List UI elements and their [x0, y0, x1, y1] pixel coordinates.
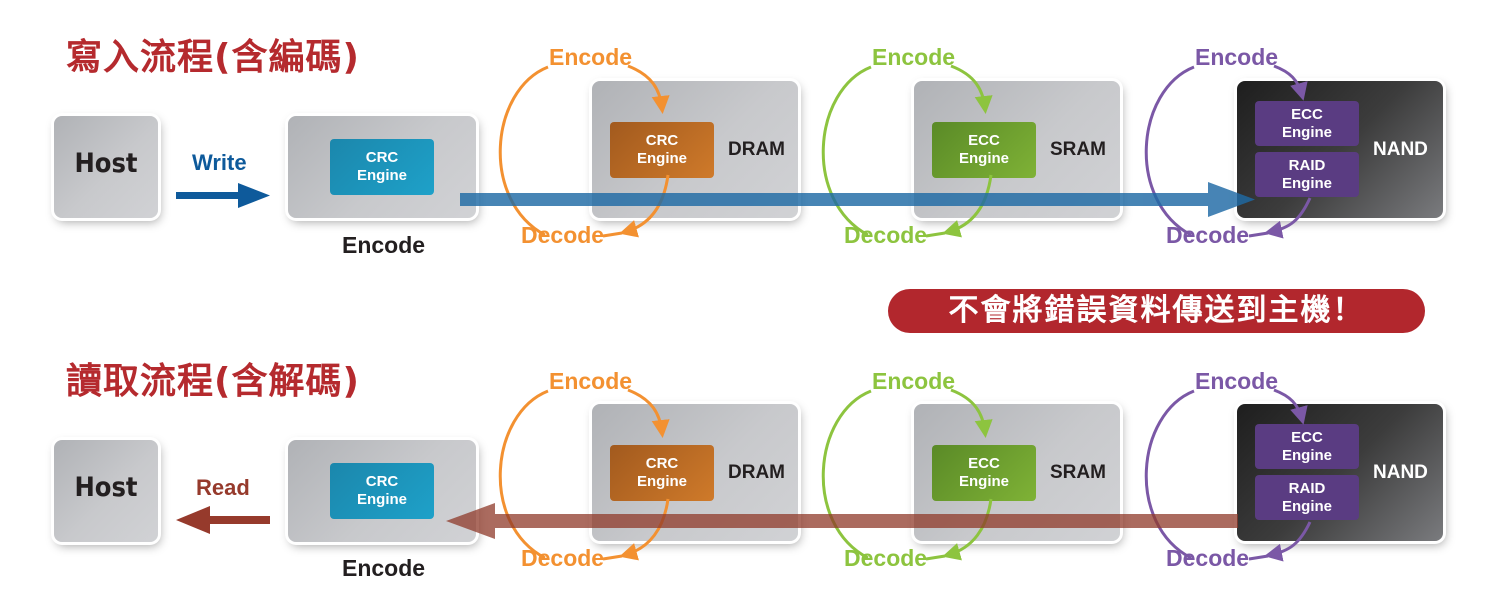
write-dram-box: CRC Engine DRAM: [592, 81, 798, 218]
write-data-path-arrow-icon: [460, 182, 1255, 217]
write-sram-label: SRAM: [1050, 139, 1106, 160]
write-sram-ecc-engine: ECC Engine: [932, 122, 1036, 178]
write-dram-crc-engine: CRC Engine: [610, 122, 714, 178]
read-sram-ecc-engine: ECC Engine: [932, 445, 1036, 501]
read-dram-label: DRAM: [728, 462, 785, 483]
write-dram-encode-label: Encode: [549, 44, 633, 70]
write-host-label: Host: [74, 148, 138, 179]
write-sram-box: ECC Engine SRAM: [914, 81, 1120, 218]
read-sram-encode-label: Encode: [872, 368, 956, 394]
read-nand-label: NAND: [1373, 462, 1428, 483]
write-action-label: Write: [192, 150, 247, 175]
write-nand-decode-label: Decode: [1166, 222, 1250, 248]
read-sram-decode-label: Decode: [844, 545, 928, 571]
read-dram-encode-label: Encode: [549, 368, 633, 394]
read-controller-crc-engine: CRC Engine: [330, 463, 434, 519]
read-dram-box: CRC Engine DRAM: [592, 404, 798, 541]
write-dram-label: DRAM: [728, 139, 785, 160]
read-nand-encode-label: Encode: [1195, 368, 1279, 394]
write-dram-decode-label: Decode: [521, 222, 605, 248]
write-flow-title: 寫入流程(含編碼): [66, 37, 360, 78]
write-nand-ecc-engine: ECC Engine: [1255, 101, 1359, 146]
write-nand-raid-engine: RAID Engine: [1255, 152, 1359, 197]
read-dram-crc-engine: CRC Engine: [610, 445, 714, 501]
read-sram-label: SRAM: [1050, 462, 1106, 483]
read-action-label: Read: [196, 475, 250, 500]
write-host-box: Host: [54, 116, 158, 218]
read-host-label: Host: [74, 472, 138, 503]
read-host-box: Host: [54, 440, 158, 542]
warning-banner: 不會將錯誤資料傳送到主機！: [888, 289, 1425, 333]
write-nand-encode-label: Encode: [1195, 44, 1279, 70]
write-sram-encode-label: Encode: [872, 44, 956, 70]
write-controller-box: CRC Engine: [288, 116, 476, 218]
read-flow-title: 讀取流程(含解碼): [66, 361, 360, 402]
read-nand-decode-label: Decode: [1166, 545, 1250, 571]
read-dram-decode-label: Decode: [521, 545, 605, 571]
write-nand-box: ECC Engine RAID Engine NAND: [1237, 81, 1443, 218]
write-nand-label: NAND: [1373, 139, 1428, 160]
write-controller-caption: Encode: [342, 232, 426, 258]
read-controller-caption: Encode: [342, 555, 426, 581]
write-sram-decode-label: Decode: [844, 222, 928, 248]
write-controller-crc-engine: CRC Engine: [330, 139, 434, 195]
read-sram-box: ECC Engine SRAM: [914, 404, 1120, 541]
read-controller-box: CRC Engine: [288, 440, 476, 542]
read-nand-raid-engine: RAID Engine: [1255, 475, 1359, 520]
write-arrow-icon: [176, 183, 270, 208]
read-arrow-icon: [176, 506, 270, 534]
read-nand-box: ECC Engine RAID Engine NAND: [1237, 404, 1443, 541]
read-nand-ecc-engine: ECC Engine: [1255, 424, 1359, 469]
